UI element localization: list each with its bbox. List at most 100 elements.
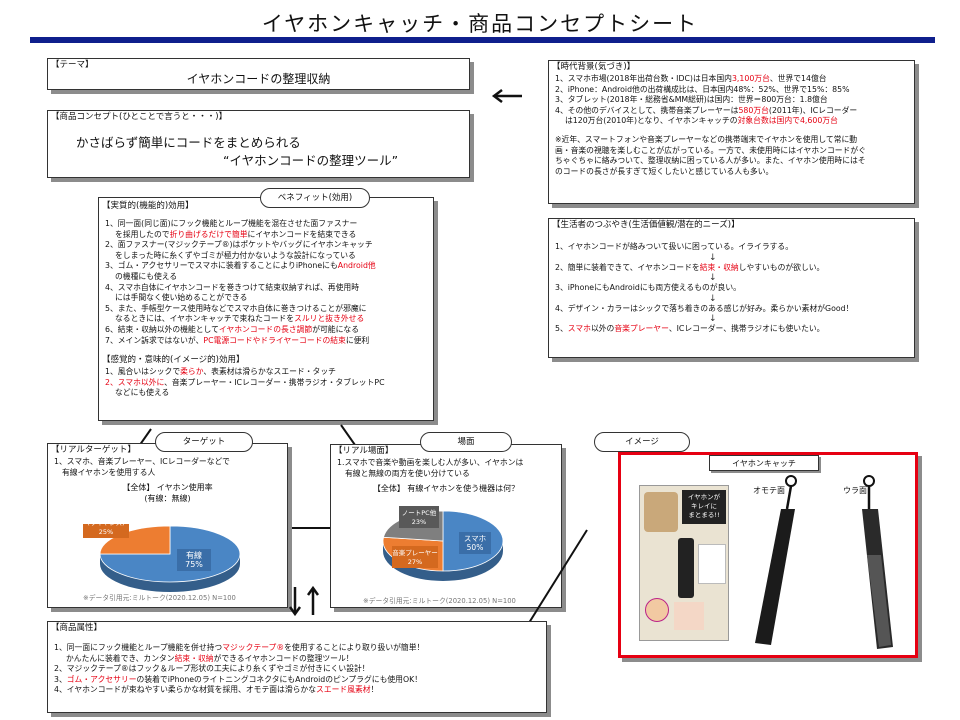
- scene-chart-title: 【全体】 有線イヤホンを使う機器は何？: [372, 484, 520, 494]
- benefit-box: 【実質的(機能的)効用】 1、同一面(同じ面)にフック機能とループ機能を混在させ…: [98, 197, 434, 421]
- target-line-1: 1、スマホ、音楽プレーヤー、ICレコーダーなどで: [54, 457, 230, 466]
- needs-box: 【生活者のつぶやき(生活価値観/潜在的ニーズ)】 1、イヤホンコードが絡みついて…: [548, 218, 915, 358]
- needs-item-5: 5、スマホ以外の音楽プレーヤー、ICレコーダー、携帯ラジオにも使いたい。: [555, 324, 825, 334]
- scene-line-1: 1.スマホで音楽や動画を楽しむ人が多い、イヤホンは: [337, 458, 524, 467]
- package-badge-icon: [645, 598, 669, 622]
- scene-source: ※データ引用元:ミルトーク(2020.12.05) N=100: [363, 597, 516, 605]
- emotional-item-2b: などにも使える: [115, 388, 170, 398]
- strap-ring-icon: [785, 475, 797, 487]
- pie-data-label: 27%: [408, 558, 422, 566]
- benefit-pill: ベネフィット(効用): [260, 188, 370, 208]
- benefit-item-5: 5、また、手帳型ケース使用時などでスマホ自体に巻きつけることが邪魔に: [105, 303, 367, 313]
- background-note-3: ちゃぐちゃに絡みついて、整理収納に困っている人が多い。また、イヤホン使用時にはそ: [555, 156, 866, 166]
- product-label: イヤホンキャッチ: [709, 455, 819, 471]
- target-pill: ターゲット: [155, 432, 253, 452]
- benefit-item-3b: の機種にも使える: [115, 271, 178, 281]
- pie-side: [383, 541, 503, 581]
- target-source: ※データ引用元:ミルトーク(2020.12.05) N=100: [83, 594, 236, 602]
- theme-text: イヤホンコードの整理収納: [186, 72, 331, 86]
- target-box: 【リアルターゲット】 1、スマホ、音楽プレーヤー、ICレコーダーなどで 有線イヤ…: [47, 443, 288, 608]
- background-label: 【時代背景(気づき)】: [552, 62, 636, 72]
- scene-pill: 場面: [420, 432, 512, 452]
- needs-item-3: 3、iPhoneにもAndroidにも両方使えるものが良い。: [555, 283, 741, 293]
- pie-label-box: [83, 524, 129, 538]
- pie-label-box: [459, 532, 491, 554]
- attribute-item-4: 4、イヤホンコードが束ねやすい柔らかな材質を採用、オモテ面は滑らかなスエード風素…: [54, 685, 379, 695]
- benefit-item-7: 7、メイン訴求ではないが、PC電源コードやドライヤーコードの結束に便利: [105, 335, 370, 345]
- pie-data-label: スマホ: [464, 534, 486, 543]
- concept-line2: “イヤホンコードの整理ツール”: [223, 153, 399, 168]
- functional-benefit-label: 【実質的(機能的)効用】: [102, 201, 194, 211]
- pie-data-label: 音楽プレーヤー: [392, 548, 438, 557]
- left-arrow-icon: [491, 89, 522, 103]
- benefit-item-5b: なるときには、イヤホンキャッチで束ねたコードをスルリと抜き外せる: [115, 314, 365, 324]
- emotional-benefit-label: 【感覚的・意味的(イメージ的)効用】: [102, 355, 245, 366]
- benefit-item-3: 3、ゴム・アクセサリーでスマホに装着することによりiPhoneにもAndroid…: [105, 261, 376, 271]
- needs-item-1: 1、イヤホンコードが絡みついて扱いに困っている。イライラする。: [555, 242, 794, 251]
- target-chart-subtitle: (有線：無線): [144, 494, 191, 504]
- concept-box: 【商品コンセプト(ひとことで言うと・・・)】 かさばらず簡単にコードをまとめられ…: [47, 110, 470, 178]
- background-item-1: 1、スマホ市場(2018年出荷台数・IDC)は日本国内3,100万台、世界で14…: [555, 74, 827, 83]
- pie-data-label: 75%: [185, 560, 203, 569]
- benefit-item-1b: を採用したので折り曲げるだけで簡単にイヤホンコードを結束できる: [115, 229, 357, 239]
- emotional-item-1: 1、風合いはシックで柔らか、表素材は滑らかなスエード・タッチ: [105, 367, 336, 377]
- scene-box: 【リアル場面】 1.スマホで音楽や動画を楽しむ人が多い、イヤホンは 有線と無線の…: [330, 444, 562, 608]
- attribute-item-3: 3、ゴム・アクセサリーの装着でiPhoneのライトニングコネクタにもAndroi…: [54, 674, 423, 684]
- pie-data-label: ノートPC他: [402, 508, 437, 517]
- connector-line: [288, 527, 332, 529]
- package-image: イヤホンがキレイにまとまる!!: [639, 485, 729, 641]
- background-item-3: 3、タブレット(2018年・総務省&MM総研)は国内：世界＝800万台：1.8億…: [555, 95, 828, 105]
- background-box: 【時代背景(気づき)】 1、スマホ市場(2018年出荷台数・IDC)は日本国内3…: [548, 60, 915, 204]
- down-arrow-icon: ↓: [709, 273, 717, 284]
- down-arrow-icon: ↓: [709, 293, 717, 304]
- person-illustration: [644, 492, 678, 532]
- down-arrow-icon: ↓: [709, 252, 717, 263]
- target-label: 【リアルターゲット】: [51, 445, 136, 455]
- up-down-arrows-icon: [288, 585, 320, 617]
- package-badge-icon: [674, 602, 704, 630]
- concept-line1: かさばらず簡単にコードをまとめられる: [76, 135, 301, 150]
- product-straps-image: [755, 475, 893, 649]
- needs-item-4: 4、デザイン・カラーはシックで落ち着きのある感じが好み。柔らかい素材がGood！: [555, 303, 854, 313]
- title-rule: [30, 37, 935, 43]
- theme-box: 【テーマ】 イヤホンコードの整理収納: [47, 58, 470, 90]
- package-card: [698, 544, 726, 584]
- pie-side: [100, 554, 240, 592]
- attribute-item-2: 2、マジックテープ®はフック＆ループ形状の工夫により糸くずやゴミが付きにくい設計…: [54, 664, 370, 674]
- benefit-item-4b: には手間なく使い始めることができる: [115, 293, 248, 303]
- scene-line-2: 有線と無線の両方を使い分けている: [345, 468, 470, 478]
- attribute-item-1b: かんたんに装着でき、カンタン結束・収納ができるイヤホンコードの整理ツール！: [66, 653, 354, 663]
- background-item-4b: は120万台(2010年)となり、イヤホンキャッチの対象台数は国内で4,600万…: [565, 116, 838, 126]
- target-chart-title: 【全体】 イヤホン使用率: [122, 483, 213, 493]
- pie-data-label: (ワイヤレス): [87, 524, 124, 527]
- front-label: オモテ面: [753, 486, 785, 495]
- benefit-item-6: 6、結束・収納以外の機能としてイヤホンコードの長さ調節が可能になる: [105, 324, 359, 334]
- package-headline: イヤホンがキレイにまとまる!!: [682, 490, 726, 524]
- theme-label: 【テーマ】: [51, 60, 94, 70]
- needs-item-2: 2、簡単に装着できて、イヤホンコードを結束・収納しやすいものが欲しい。: [555, 262, 825, 272]
- emotional-item-2: 2、スマホ以外に、音楽プレーヤー・ICレコーダー・携帯ラジオ・タブレットPC: [105, 377, 385, 387]
- pie-data-label: 50%: [467, 543, 484, 552]
- scene-label: 【リアル場面】: [334, 446, 394, 456]
- strap-ring-icon: [863, 475, 875, 487]
- pie-label-box: [399, 506, 439, 528]
- background-item-2: 2、iPhone：Android他の出荷構成比は、日本国内48%：52%、世界で…: [555, 84, 850, 94]
- attributes-box: 【商品属性】 1、同一面にフック機能とループ機能を併せ持つマジックテープ®を使用…: [47, 621, 547, 713]
- benefit-item-2b: をしまった時に糸くずやゴミが極力付かないような設計になっている: [115, 250, 356, 260]
- attributes-label: 【商品属性】: [51, 623, 103, 633]
- package-product-strap: [678, 538, 694, 598]
- attribute-item-1: 1、同一面にフック機能とループ機能を併せ持つマジックテープ®を使用することにより…: [54, 643, 425, 652]
- page-title: イヤホンキャッチ・商品コンセプトシート: [261, 12, 699, 36]
- image-pill: イメージ: [594, 432, 690, 452]
- pie-label-box: [392, 546, 438, 568]
- benefit-item-1: 1、同一面(同じ面)にフック機能とループ機能を混在させた面ファスナー: [105, 219, 358, 228]
- image-panel: イヤホンキャッチ イヤホンがキレイにまとまる!! オモテ面 ウラ面: [618, 452, 918, 658]
- pie-data-label: 23%: [412, 518, 426, 526]
- target-line-2: 有線イヤホンを使用する人: [62, 467, 156, 477]
- background-note-1: ※近年、スマートフォンや音楽プレーヤーなどの携帯端末でイヤホンを使用して常に動: [555, 134, 858, 144]
- needs-label: 【生活者のつぶやき(生活価値観/潜在的ニーズ)】: [552, 220, 740, 230]
- back-label: ウラ面: [843, 486, 867, 495]
- background-item-4: 4、その他のデバイスとして、携帯音楽プレーヤーは580万台(2011年)、ICレ…: [555, 105, 858, 115]
- pie-data-label: 25%: [99, 528, 113, 536]
